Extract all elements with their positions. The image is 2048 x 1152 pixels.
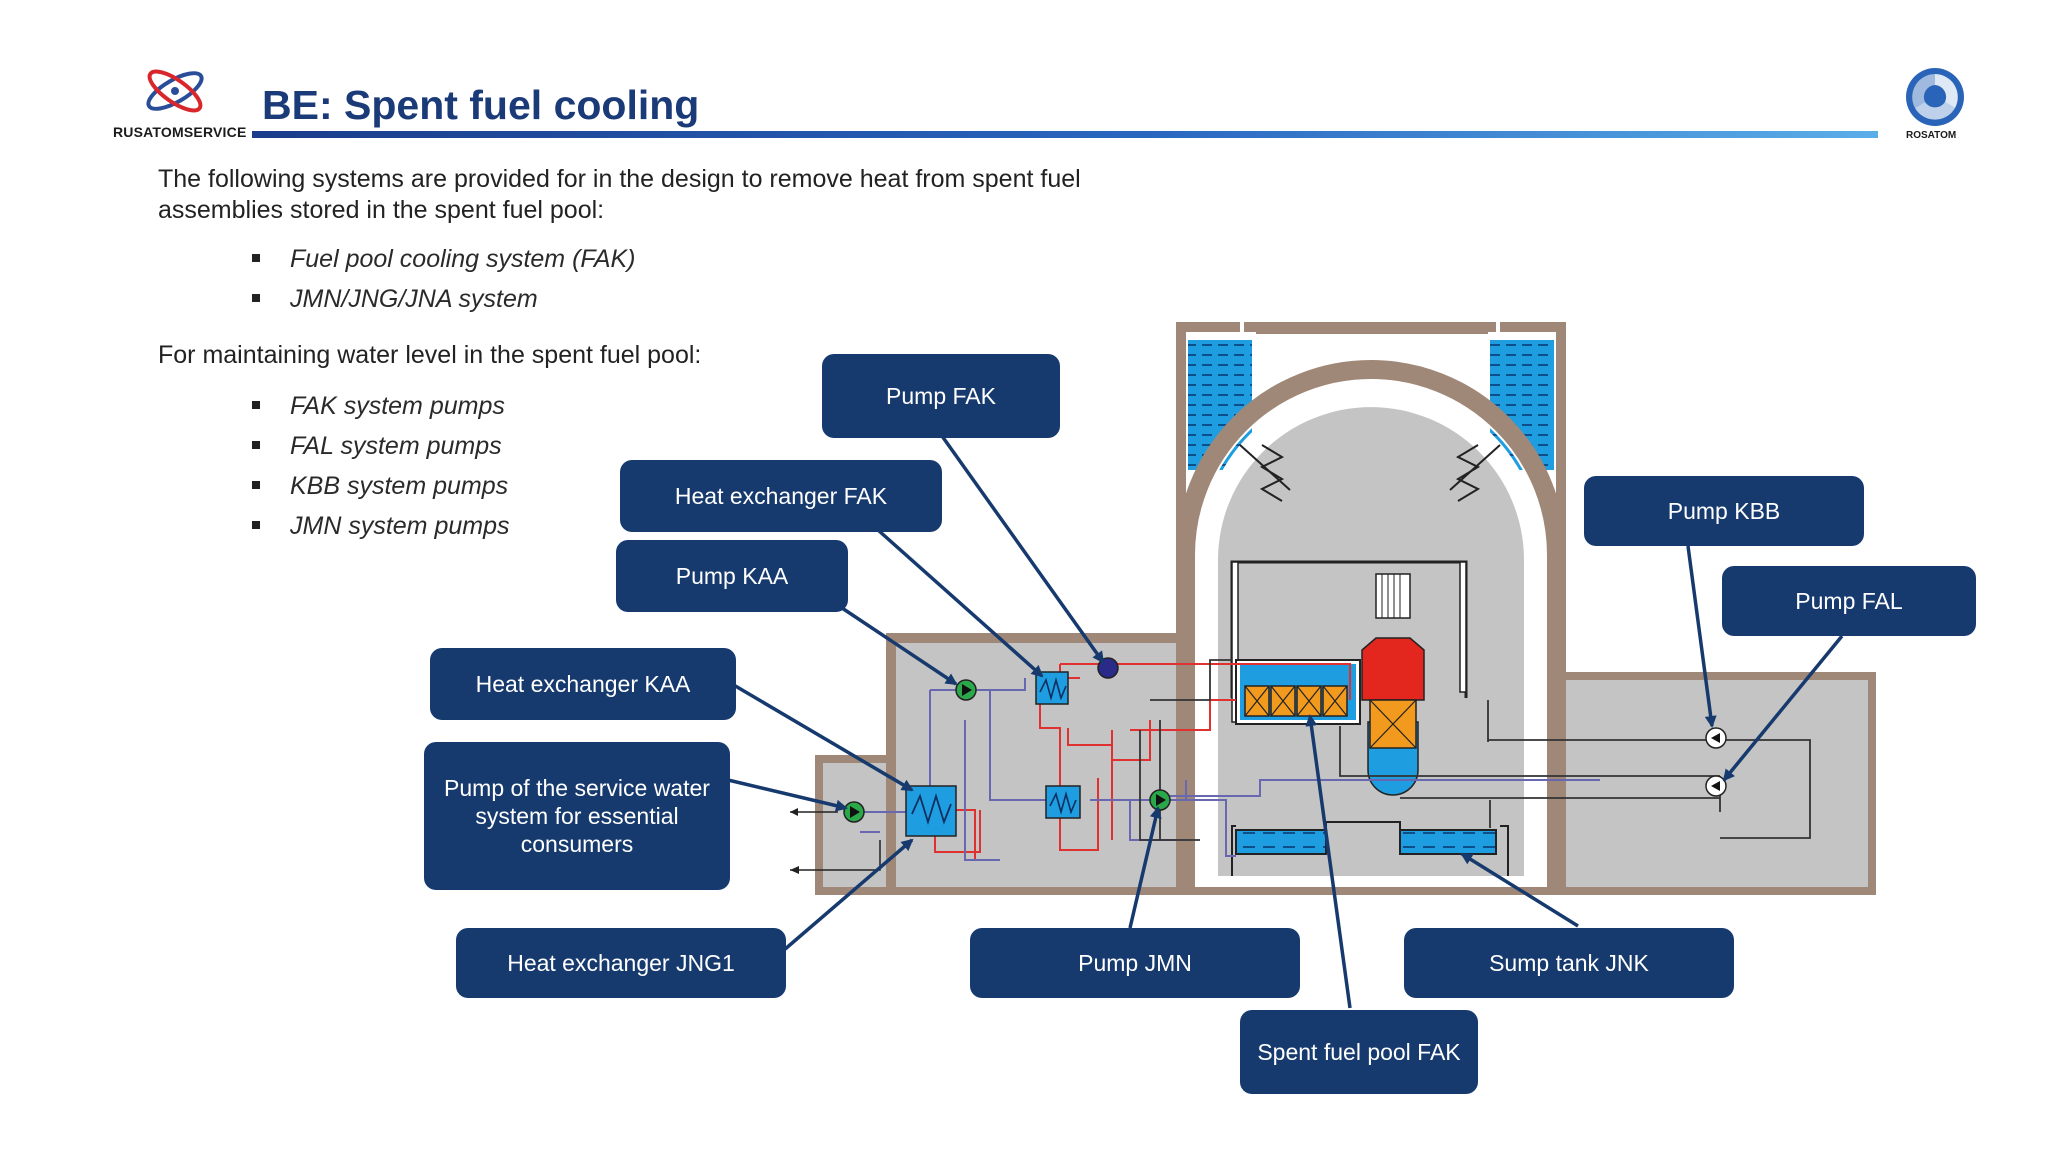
inlet-arrow-icon [790,808,798,816]
callout-leaders [727,434,1844,1009]
level-heading: For maintaining water level in the spent… [158,341,702,369]
pump-kbb-icon [1705,727,1727,749]
heat-exchanger-jng1 [905,785,957,837]
leader-service-pump [727,778,848,812]
leader-pump-jmn [1128,806,1162,929]
bullet-icon [252,254,260,262]
right-logo-text: ROSATOM [1906,130,1957,141]
rosatom-logo: ROSATOM [1898,62,1988,152]
list-item: Fuel pool cooling system (FAK) [252,243,636,283]
heat-exchanger-kaa [1045,785,1081,819]
callout-heat-exchanger-kaa: Heat exchanger KAA [430,648,736,720]
intro-line-1: The following systems are provided for i… [158,165,1081,193]
leader-hx-jng1 [782,838,914,952]
list-item: KBB system pumps [252,470,509,510]
leader-hx-kaa [731,682,914,792]
callout-service-water-pump: Pump of the service water system for ess… [424,742,730,890]
pump-service-water-icon [843,801,865,823]
service-pump-line-2: system for essential [475,803,679,829]
bullet-icon [252,521,260,529]
callout-heat-exchanger-jng1: Heat exchanger JNG1 [456,928,786,998]
rusatomservice-logo: RUSATOMSERVICE [108,62,248,142]
leader-pump-fal [1722,634,1844,782]
callout-heat-exchanger-fak: Heat exchanger FAK [620,460,942,532]
cooling-systems-list: Fuel pool cooling system (FAK) JMN/JNG/J… [252,243,636,323]
service-pump-line-1: Pump of the service water [444,775,710,801]
list-item: JMN system pumps [252,510,509,550]
pump-kaa-icon [955,679,977,701]
leader-pump-kaa [841,606,958,686]
bullet-icon [252,294,260,302]
title-underline [252,131,1878,138]
leader-spent-pool [1305,714,1352,1009]
service-pump-line-3: consumers [520,831,634,857]
leader-pump-kbb [1686,545,1717,728]
atom-orbit-icon [146,69,204,113]
dark-piping [1139,659,1811,841]
bullet-icon [252,441,260,449]
outlet-line [790,840,881,871]
fuel-assemblies [1244,685,1348,717]
bullet-icon [252,481,260,489]
spent-fuel-pool [1235,659,1361,725]
callout-pump-fak: Pump FAK [822,354,1060,438]
heat-exchanger-fak [1035,671,1069,705]
callout-pump-fal: Pump FAL [1722,566,1976,636]
level-pumps-list: FAK system pumps FAL system pumps KBB sy… [252,390,509,550]
pump-jmn-icon [1149,789,1171,811]
bullet-icon [252,401,260,409]
leader-hx-fak [876,528,1044,678]
list-item: FAL system pumps [252,430,509,470]
callout-sump-tank-jnk: Sump tank JNK [1404,928,1734,998]
intro-line-2: assemblies stored in the spent fuel pool… [158,196,605,224]
callout-spent-fuel-pool: Spent fuel pool FAK [1240,1010,1478,1094]
outlet-arrow-icon [790,866,799,874]
page-title: BE: Spent fuel cooling [262,82,700,128]
callout-pump-jmn: Pump JMN [970,928,1300,998]
leader-sump-jnk [1460,852,1579,928]
callout-pump-kbb: Pump KBB [1584,476,1864,546]
left-logo-text: RUSATOMSERVICE [113,124,247,140]
rosatom-icon [1906,68,1964,126]
pump-fal-icon [1705,775,1727,797]
list-item: JMN/JNG/JNA system [252,283,636,323]
callout-pump-kaa: Pump KAA [616,540,848,612]
intro-paragraph: The following systems are provided for i… [158,164,1081,226]
leader-pump-fak [940,434,1105,664]
list-item: FAK system pumps [252,390,509,430]
reactor-cavity [1230,560,1468,723]
auxiliary-building-left [815,755,895,895]
